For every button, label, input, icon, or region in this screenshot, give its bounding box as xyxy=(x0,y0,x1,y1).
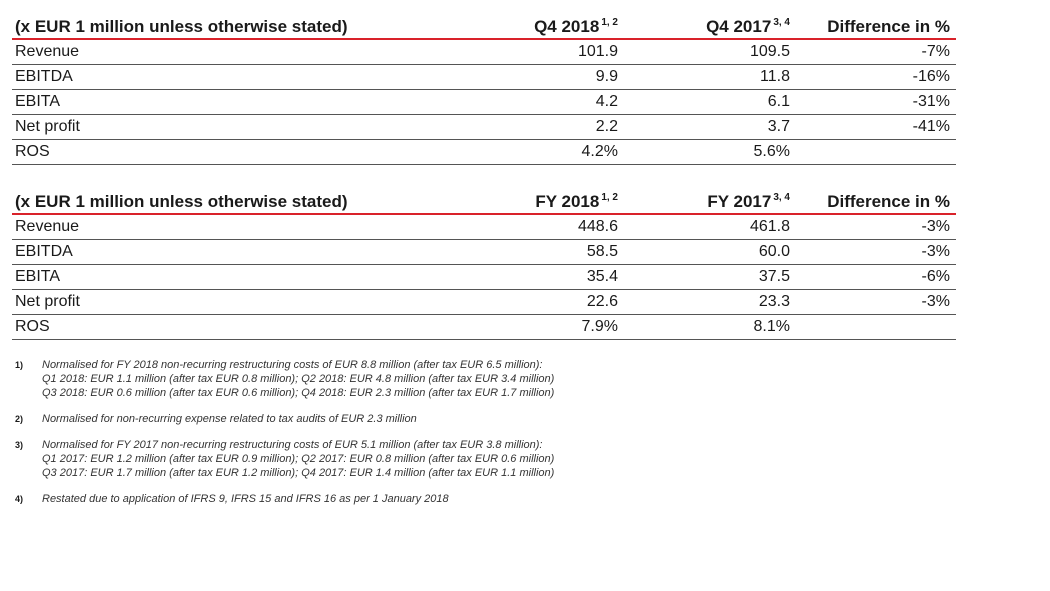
cell-value: 23.3 xyxy=(624,289,796,315)
cell-value: 7.9% xyxy=(452,314,624,340)
cell-value: 58.5 xyxy=(452,239,624,265)
footnote-line: Normalised for FY 2018 non-recurring res… xyxy=(42,359,543,371)
cell-value: 2.2 xyxy=(452,114,624,140)
cell-value: 8.1% xyxy=(624,314,796,340)
cell-value: 4.2% xyxy=(452,139,624,165)
cell-value: -3% xyxy=(796,239,956,265)
cell-value: -6% xyxy=(796,264,956,290)
table-row: ROS 4.2% 5.6% xyxy=(12,139,956,165)
unit-header: (x EUR 1 million unless otherwise stated… xyxy=(12,12,452,40)
table-row: Net profit 2.2 3.7 -41% xyxy=(12,114,956,140)
column-title: FY 2017 xyxy=(707,192,772,211)
row-label: EBITDA xyxy=(12,239,452,265)
unit-header: (x EUR 1 million unless otherwise stated… xyxy=(12,187,452,215)
footnote-ref: 3, 4 xyxy=(773,17,790,28)
footnote-ref: 3, 4 xyxy=(773,192,790,203)
cell-value: 461.8 xyxy=(624,214,796,240)
footnote-line: Normalised for FY 2017 non-recurring res… xyxy=(42,439,543,451)
cell-value: -31% xyxy=(796,89,956,115)
column-title: Q4 2017 xyxy=(706,17,772,36)
footnote-ref: 1, 2 xyxy=(601,17,618,28)
row-label: Revenue xyxy=(12,214,452,240)
row-label: Net profit xyxy=(12,289,452,315)
cell-value: 6.1 xyxy=(624,89,796,115)
footnote-text: Normalised for FY 2017 non-recurring res… xyxy=(42,438,554,480)
footnote-1: 1) Normalised for FY 2018 non-recurring … xyxy=(15,358,615,400)
cell-value: 101.9 xyxy=(452,39,624,65)
footnote-2: 2) Normalised for non-recurring expense … xyxy=(15,412,615,426)
footnote-line: Q3 2018: EUR 0.6 million (after tax EUR … xyxy=(42,387,555,399)
cell-value: -41% xyxy=(796,114,956,140)
cell-value: 109.5 xyxy=(624,39,796,65)
cell-value xyxy=(796,139,956,165)
cell-value: -3% xyxy=(796,289,956,315)
cell-value: -16% xyxy=(796,64,956,90)
table-row: ROS 7.9% 8.1% xyxy=(12,314,956,340)
table-row: EBITDA 9.9 11.8 -16% xyxy=(12,64,956,90)
footnote-ref: 1, 2 xyxy=(601,192,618,203)
footnote-text: Normalised for FY 2018 non-recurring res… xyxy=(42,358,554,400)
table-row: EBITA 35.4 37.5 -6% xyxy=(12,264,956,290)
footnote-3: 3) Normalised for FY 2017 non-recurring … xyxy=(15,438,615,480)
column-title: FY 2018 xyxy=(535,192,600,211)
footnote-line: Normalised for non-recurring expense rel… xyxy=(42,413,417,425)
cell-value: 35.4 xyxy=(452,264,624,290)
table-header-row: (x EUR 1 million unless otherwise stated… xyxy=(12,12,956,40)
footnote-line: Q3 2017: EUR 1.7 million (after tax EUR … xyxy=(42,467,555,479)
row-label: ROS xyxy=(12,139,452,165)
footnote-number: 1) xyxy=(15,360,24,370)
table-header-row: (x EUR 1 million unless otherwise stated… xyxy=(12,187,956,215)
column-title: Q4 2018 xyxy=(534,17,600,36)
fy-results-table: (x EUR 1 million unless otherwise stated… xyxy=(12,187,956,340)
row-label: Net profit xyxy=(12,114,452,140)
footnote-number: 2) xyxy=(15,414,24,424)
table-row: EBITDA 58.5 60.0 -3% xyxy=(12,239,956,265)
row-label: EBITDA xyxy=(12,64,452,90)
footnote-number: 3) xyxy=(15,440,24,450)
cell-value: 4.2 xyxy=(452,89,624,115)
footnote-text: Restated due to application of IFRS 9, I… xyxy=(42,492,449,506)
cell-value: 3.7 xyxy=(624,114,796,140)
footnote-line: Q1 2017: EUR 1.2 million (after tax EUR … xyxy=(42,453,555,465)
cell-value: 22.6 xyxy=(452,289,624,315)
footnote-line: Q1 2018: EUR 1.1 million (after tax EUR … xyxy=(42,373,555,385)
row-label: EBITA xyxy=(12,89,452,115)
row-label: EBITA xyxy=(12,264,452,290)
difference-header: Difference in % xyxy=(796,187,956,215)
cell-value: 37.5 xyxy=(624,264,796,290)
cell-value: 5.6% xyxy=(624,139,796,165)
footnote-number: 4) xyxy=(15,494,24,504)
footnote-text: Normalised for non-recurring expense rel… xyxy=(42,412,417,426)
difference-header: Difference in % xyxy=(796,12,956,40)
cell-value: 448.6 xyxy=(452,214,624,240)
row-label: Revenue xyxy=(12,39,452,65)
table-row: Revenue 101.9 109.5 -7% xyxy=(12,39,956,65)
footnote-line: Restated due to application of IFRS 9, I… xyxy=(42,493,449,505)
cell-value: 60.0 xyxy=(624,239,796,265)
table-row: Net profit 22.6 23.3 -3% xyxy=(12,289,956,315)
footnote-4: 4) Restated due to application of IFRS 9… xyxy=(15,492,615,506)
q4-results-table: (x EUR 1 million unless otherwise stated… xyxy=(12,12,956,165)
cell-value xyxy=(796,314,956,340)
cell-value: -3% xyxy=(796,214,956,240)
table-row: EBITA 4.2 6.1 -31% xyxy=(12,89,956,115)
row-label: ROS xyxy=(12,314,452,340)
cell-value: 11.8 xyxy=(624,64,796,90)
cell-value: -7% xyxy=(796,39,956,65)
cell-value: 9.9 xyxy=(452,64,624,90)
table-row: Revenue 448.6 461.8 -3% xyxy=(12,214,956,240)
footnotes: 1) Normalised for FY 2018 non-recurring … xyxy=(15,358,615,518)
